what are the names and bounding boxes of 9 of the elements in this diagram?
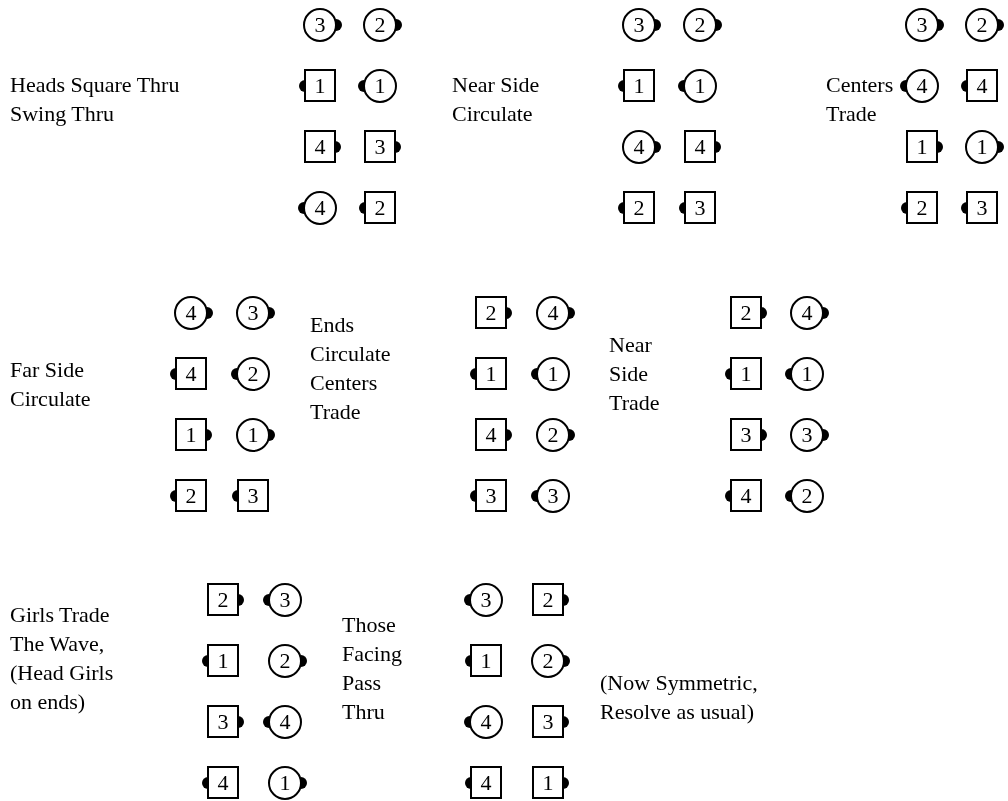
- call-label: Near Side Trade: [609, 331, 661, 417]
- call-label: Far Side Circulate: [10, 356, 92, 413]
- call-label: Centers Trade: [826, 71, 895, 128]
- call-label: Ends Circulate Centers Trade: [310, 311, 392, 426]
- call-label: (Now Symmetric, Resolve as usual): [600, 669, 759, 726]
- call-label: Those Facing Pass Thru: [342, 611, 403, 726]
- call-label: Near Side Circulate: [452, 71, 541, 128]
- call-label: Girls Trade The Wave, (Head Girls on ends): [10, 601, 115, 716]
- call-label: Heads Square Thru Swing Thru: [10, 71, 181, 128]
